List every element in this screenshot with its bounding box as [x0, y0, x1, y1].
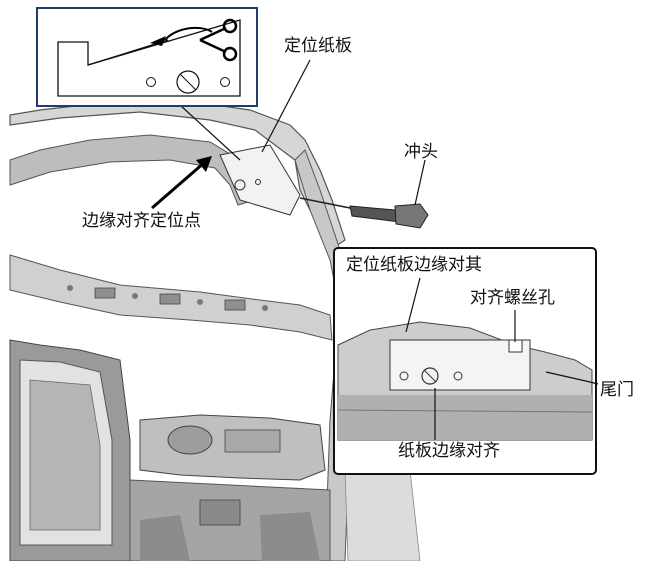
leader-tailgate	[589, 381, 599, 385]
leader-punch	[414, 159, 426, 206]
arrow-edge-align-head	[196, 156, 212, 172]
cut-template-inset	[36, 7, 258, 107]
arrow-edge-align	[151, 160, 206, 210]
positioning-board-on-tailgate	[219, 144, 301, 216]
label-align-screw-hole: 对齐螺丝孔	[470, 288, 555, 308]
label-punch: 冲头	[404, 142, 438, 162]
label-board-edge-align: 纸板边缘对齐	[398, 441, 500, 461]
leader-positioning-board	[261, 59, 311, 153]
label-positioning-board: 定位纸板	[284, 36, 352, 56]
label-board-edge-align-detail: 定位纸板边缘对其	[346, 255, 482, 275]
detail-inset	[333, 247, 597, 475]
leader-inset-to-board	[179, 104, 241, 161]
label-edge-align-point: 边缘对齐定位点	[82, 211, 201, 231]
label-tailgate: 尾门	[600, 380, 634, 400]
punch-tool	[299, 197, 429, 229]
scissors-icon	[199, 18, 238, 62]
